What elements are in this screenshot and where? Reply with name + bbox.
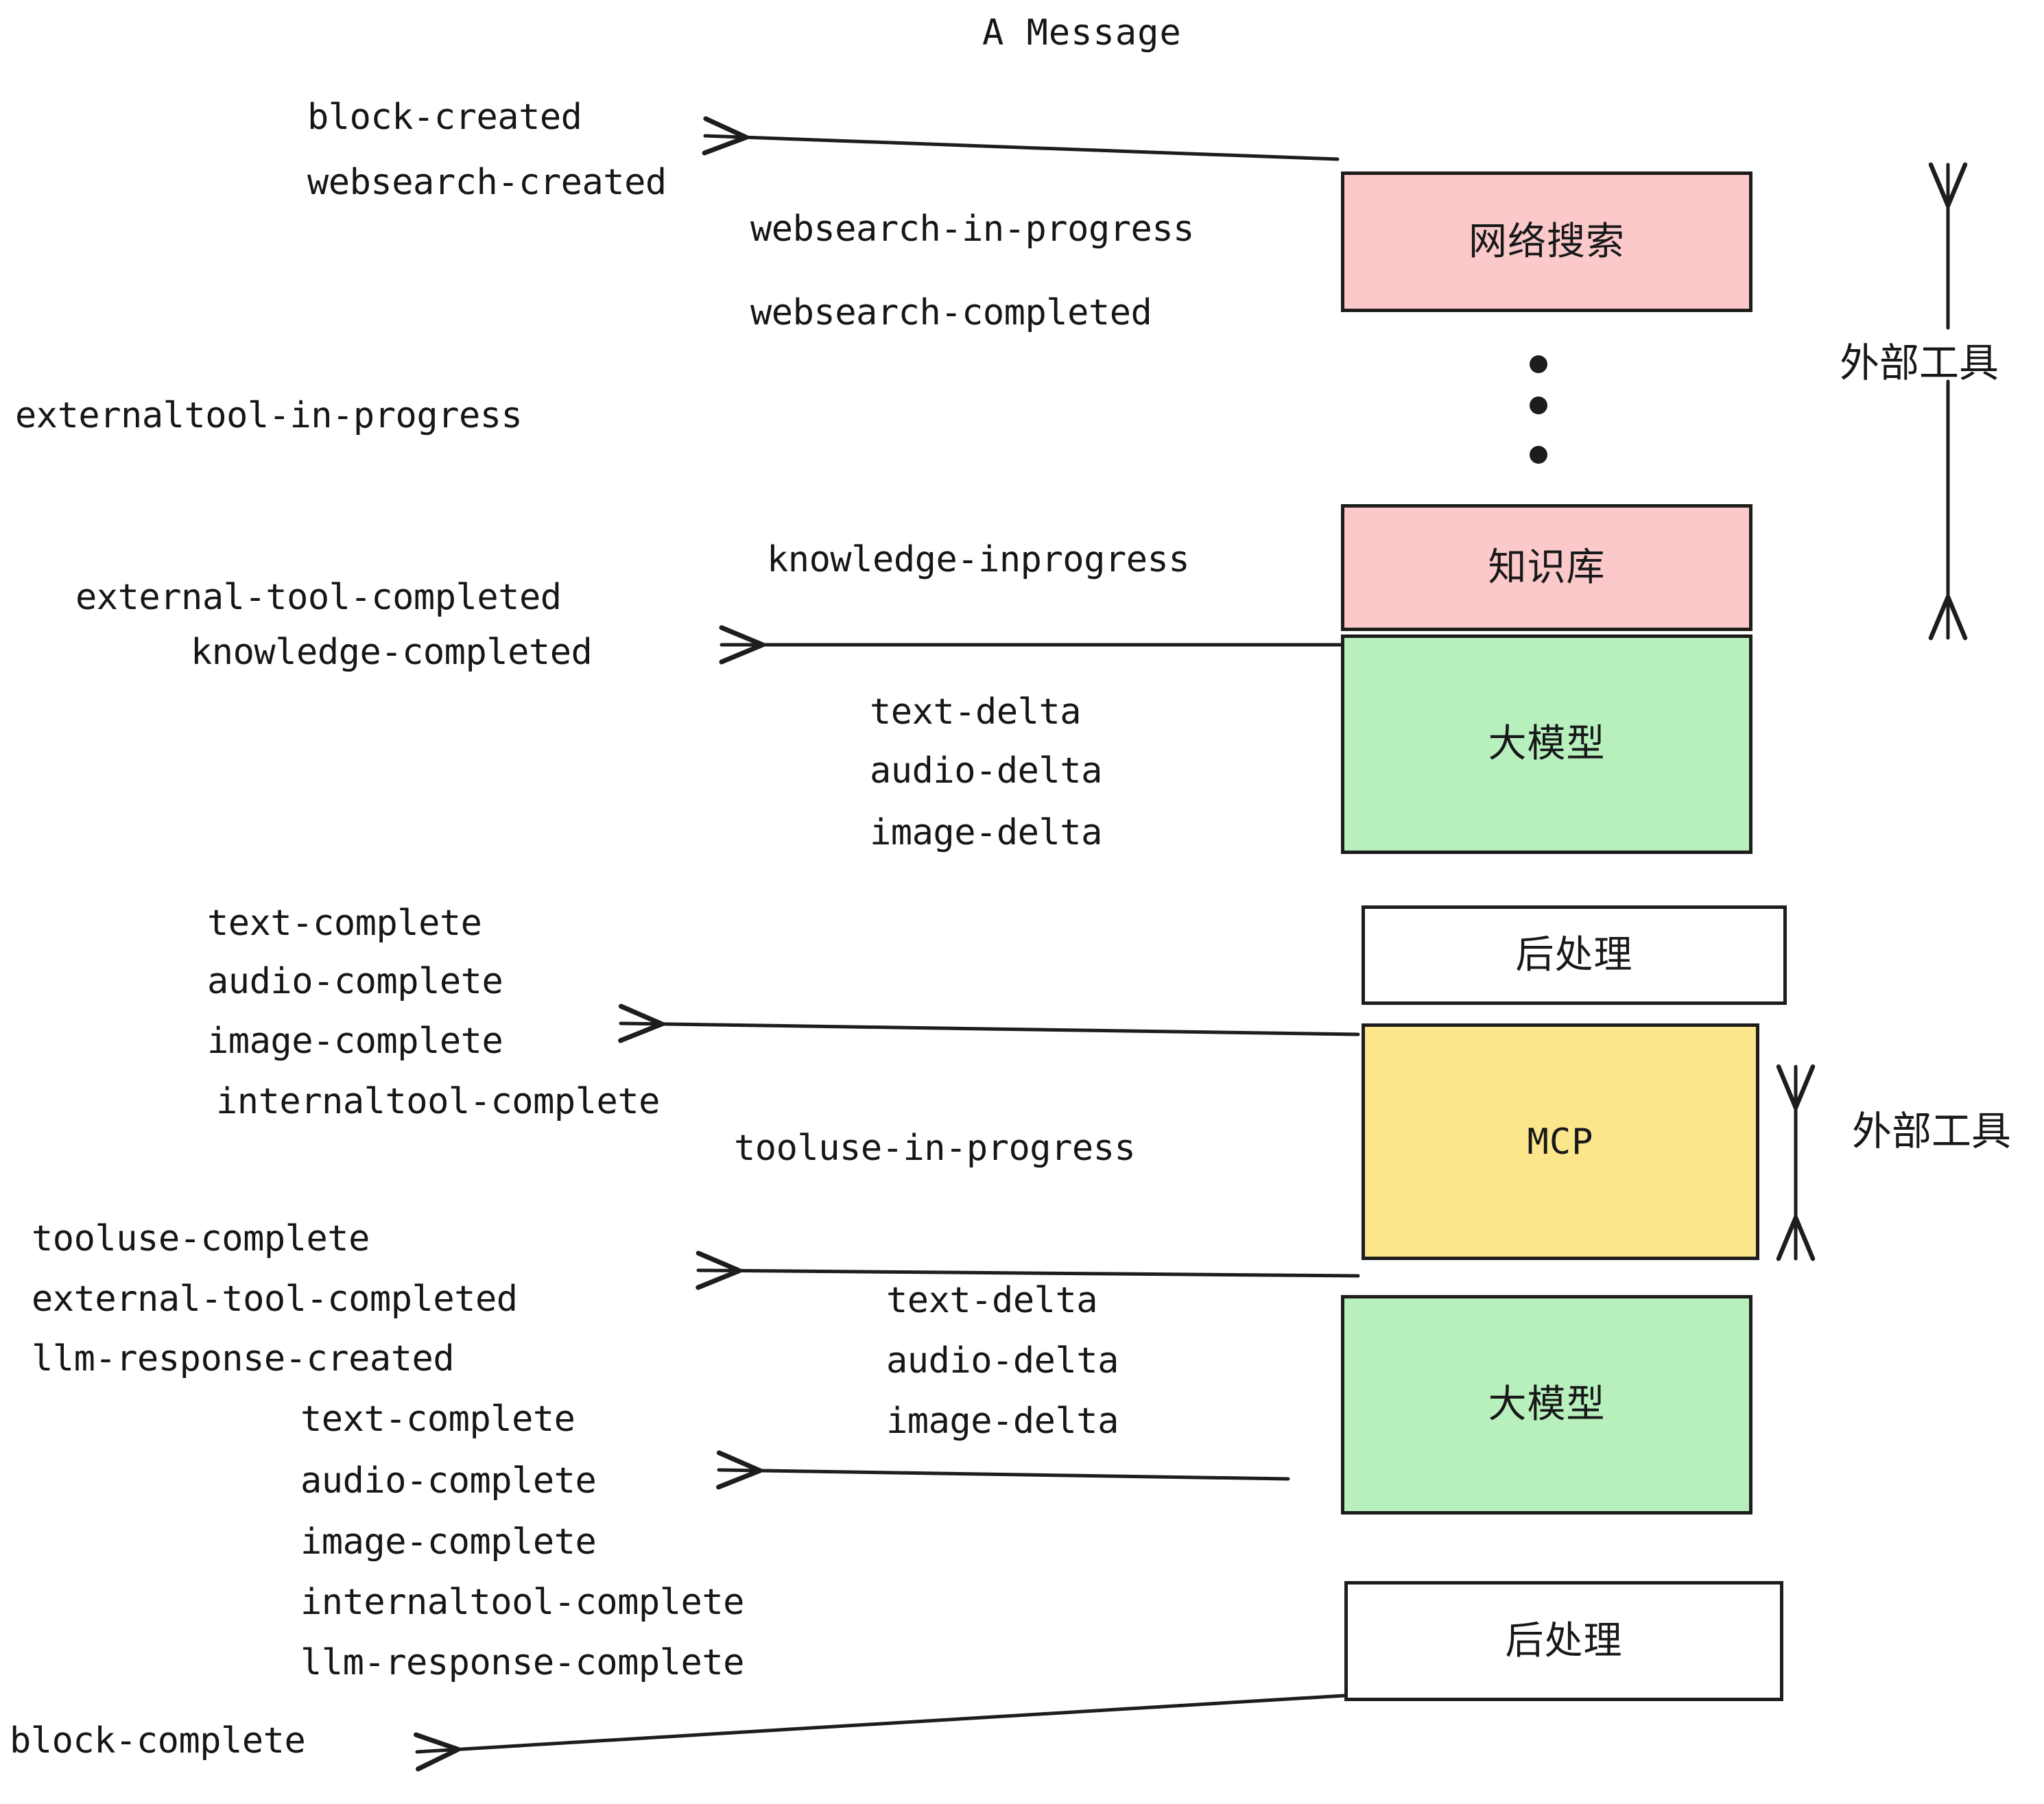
event-label-tooluse-complete: tooluse-complete (32, 1218, 370, 1259)
node-postproc-2[interactable]: 后处理 (1344, 1581, 1783, 1701)
event-label-internaltool-complete-2: internaltool-complete (300, 1582, 744, 1623)
ellipsis-dot-1 (1530, 355, 1547, 373)
event-label-text-delta-1: text-delta (870, 691, 1082, 733)
ellipsis-dot-2 (1530, 396, 1547, 414)
event-label-external-tool-completed-1: external-tool-completed (75, 577, 562, 618)
event-label-text-complete-1: text-complete (207, 903, 482, 944)
event-label-audio-delta-2: audio-delta (886, 1340, 1119, 1381)
event-label-block-complete: block-complete (10, 1720, 306, 1761)
event-label-text-complete-2: text-complete (300, 1399, 575, 1440)
node-label-llm-1: 大模型 (1488, 722, 1606, 766)
node-label-websearch: 网络搜索 (1469, 219, 1625, 264)
node-label-mcp: MCP (1527, 1121, 1594, 1163)
event-label-audio-complete-2: audio-complete (300, 1460, 597, 1502)
event-label-internaltool-complete-1: internaltool-complete (216, 1081, 660, 1122)
arrow-image-complete (618, 1004, 1360, 1043)
node-label-llm-2: 大模型 (1488, 1382, 1606, 1427)
event-label-llm-response-complete: llm-response-complete (300, 1642, 744, 1683)
node-llm-2[interactable]: 大模型 (1341, 1295, 1752, 1515)
node-label-knowledge: 知识库 (1488, 545, 1606, 590)
side-label-external-tool-bottom: 外部工具 (1852, 1108, 2012, 1154)
event-label-tooluse-in-progress: tooluse-in-progress (734, 1128, 1136, 1169)
event-label-llm-response-created: llm-response-created (32, 1338, 455, 1379)
event-label-block-created: block-created (307, 97, 582, 138)
node-websearch[interactable]: 网络搜索 (1341, 171, 1752, 312)
arrow-block-created (702, 116, 1340, 161)
event-label-image-complete-2: image-complete (300, 1521, 597, 1563)
arrow-tooluse-complete (696, 1250, 1360, 1290)
event-label-external-tool-completed-2: external-tool-completed (32, 1279, 518, 1320)
event-label-websearch-in-progress: websearch-in-progress (750, 209, 1194, 250)
event-label-knowledge-inprogress: knowledge-inprogress (767, 539, 1190, 580)
event-label-image-complete-1: image-complete (207, 1021, 503, 1062)
event-label-knowledge-completed: knowledge-completed (191, 632, 593, 673)
event-label-image-delta-2: image-delta (886, 1401, 1119, 1442)
node-knowledge[interactable]: 知识库 (1341, 504, 1752, 631)
node-label-postproc-2: 后处理 (1505, 1618, 1623, 1663)
event-label-image-delta-1: image-delta (870, 812, 1102, 853)
event-label-text-delta-2: text-delta (886, 1280, 1098, 1321)
event-label-audio-complete-1: audio-complete (207, 961, 503, 1002)
arrow-audio-complete (716, 1450, 1290, 1490)
node-mcp[interactable]: MCP (1362, 1023, 1759, 1260)
node-postproc-1[interactable]: 后处理 (1362, 905, 1787, 1005)
node-llm-1[interactable]: 大模型 (1341, 634, 1752, 854)
event-label-websearch-created: websearch-created (307, 162, 667, 203)
node-label-postproc-1: 后处理 (1515, 932, 1633, 977)
event-label-externaltool-in-progress: externaltool-in-progress (15, 395, 523, 436)
diagram-title: A Message (982, 12, 1182, 54)
ellipsis-dot-3 (1530, 446, 1547, 464)
side-label-external-tool-top: 外部工具 (1840, 340, 1999, 386)
event-label-audio-delta-1: audio-delta (870, 750, 1102, 792)
event-label-websearch-completed: websearch-completed (750, 292, 1152, 333)
arrow-block-complete (413, 1694, 1346, 1772)
